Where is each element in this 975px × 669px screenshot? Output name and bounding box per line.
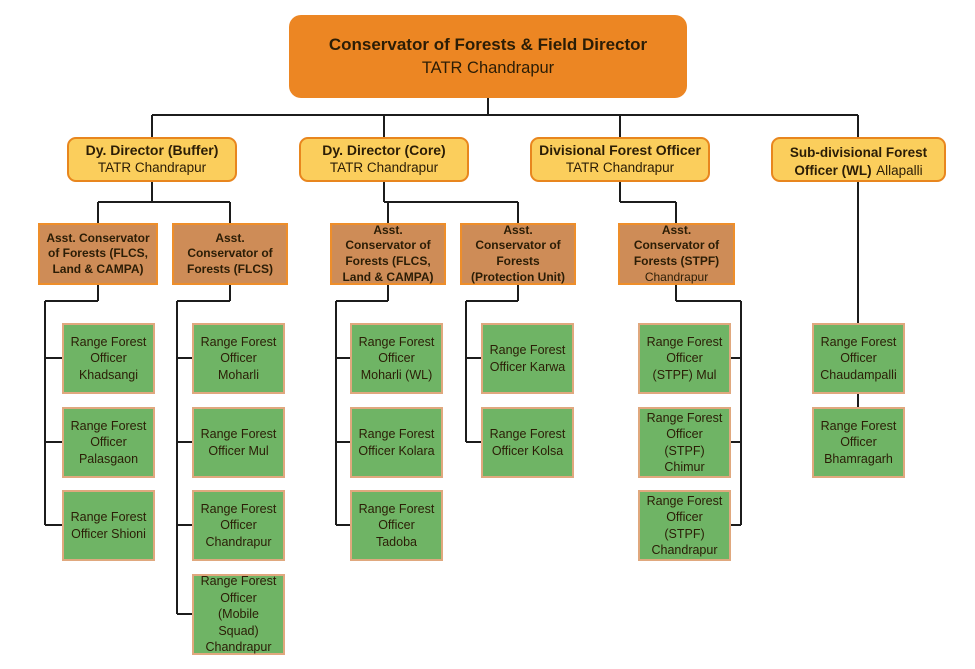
org-node-rfo-chaudampalli: Range Forest Officer Chaudampalli bbox=[812, 323, 905, 394]
org-node-dy-director-core: Dy. Director (Core) TATR Chandrapur bbox=[299, 137, 469, 182]
node-subtitle: TATR Chandrapur bbox=[329, 159, 439, 175]
node-subtitle: TATR Chandrapur bbox=[97, 159, 207, 175]
org-node-rfo-moharli-wl: Range Forest Officer Moharli (WL) bbox=[350, 323, 443, 394]
org-node-rfo-moharli: Range Forest Officer Moharli bbox=[192, 323, 285, 394]
org-node-acf-flcs-land-campa-core: Asst. Conservator of Forests (FLCS, Land… bbox=[330, 223, 446, 285]
connector-acf5-to-rfo bbox=[675, 285, 742, 526]
org-node-acf-stpf-chandrapur: Asst. Conservator of Forests (STPF) Chan… bbox=[618, 223, 735, 285]
node-title: Asst. Conservator of Forests (Protection… bbox=[471, 222, 565, 284]
org-node-acf-flcs-land-campa-buffer: Asst. Conservator of Forests (FLCS, Land… bbox=[38, 223, 158, 285]
org-node-rfo-palasgaon: Range Forest Officer Palasgaon bbox=[62, 407, 155, 478]
org-node-rfo-karwa: Range Forest Officer Karwa bbox=[481, 323, 574, 394]
connector-buffer-to-acf bbox=[97, 182, 231, 223]
org-node-rfo-mul: Range Forest Officer Mul bbox=[192, 407, 285, 478]
org-node-rfo-kolsa: Range Forest Officer Kolsa bbox=[481, 407, 574, 478]
org-node-rfo-kolara: Range Forest Officer Kolara bbox=[350, 407, 443, 478]
org-node-rfo-bhamragarh: Range Forest Officer Bhamragarh bbox=[812, 407, 905, 478]
node-title: Asst. Conservator of Forests (STPF) bbox=[633, 222, 720, 268]
org-node-rfo-khadsangi: Range Forest Officer Khadsangi bbox=[62, 323, 155, 394]
node-title: Dy. Director (Core) bbox=[322, 142, 446, 159]
connector-dfo-to-acf bbox=[619, 182, 677, 223]
org-node-rfo-mobile-squad-chandrapur: Range Forest Officer (Mobile Squad) Chan… bbox=[192, 574, 285, 655]
connector-core-to-acf bbox=[383, 182, 519, 223]
node-title: Asst. Conservator of Forests (FLCS, Land… bbox=[46, 230, 150, 276]
node-subtitle: Chandrapur bbox=[644, 269, 709, 284]
org-node-dy-director-buffer: Dy. Director (Buffer) TATR Chandrapur bbox=[67, 137, 237, 182]
org-node-acf-flcs-buffer: Asst. Conservator of Forests (FLCS) bbox=[172, 223, 288, 285]
node-title: Conservator of Forests & Field Director bbox=[328, 34, 648, 54]
node-title: Asst. Conservator of Forests (FLCS) bbox=[186, 230, 273, 276]
org-node-rfo-shioni: Range Forest Officer Shioni bbox=[62, 490, 155, 561]
connector-root-to-level2 bbox=[151, 98, 859, 137]
connector-acf3-to-rfo bbox=[335, 285, 389, 526]
node-title: Dy. Director (Buffer) bbox=[85, 142, 219, 159]
node-subtitle: TATR Chandrapur bbox=[565, 159, 675, 175]
node-title: Asst. Conservator of Forests (FLCS, Land… bbox=[342, 222, 434, 284]
org-node-subdivisional-forest-officer-allapalli: Sub-divisional Forest Officer (WL) Allap… bbox=[771, 137, 946, 182]
org-node-rfo-stpf-mul: Range Forest Officer (STPF) Mul bbox=[638, 323, 731, 394]
org-node-rfo-stpf-chimur: Range Forest Officer (STPF) Chimur bbox=[638, 407, 731, 478]
org-node-acf-protection-unit: Asst. Conservator of Forests (Protection… bbox=[460, 223, 576, 285]
connector-acf1-to-rfo bbox=[44, 285, 99, 526]
org-node-rfo-tadoba: Range Forest Officer Tadoba bbox=[350, 490, 443, 561]
node-subtitle: TATR Chandrapur bbox=[421, 58, 555, 77]
node-title: Sub-divisional Forest Officer (WL) bbox=[789, 145, 928, 178]
org-node-conservator-field-director: Conservator of Forests & Field Director … bbox=[289, 15, 687, 98]
node-title: Divisional Forest Officer bbox=[539, 142, 701, 159]
org-node-divisional-forest-officer: Divisional Forest Officer TATR Chandrapu… bbox=[530, 137, 710, 182]
org-node-rfo-chandrapur: Range Forest Officer Chandrapur bbox=[192, 490, 285, 561]
node-subtitle: Allapalli bbox=[876, 163, 923, 178]
org-node-rfo-stpf-chandrapur: Range Forest Officer (STPF) Chandrapur bbox=[638, 490, 731, 561]
